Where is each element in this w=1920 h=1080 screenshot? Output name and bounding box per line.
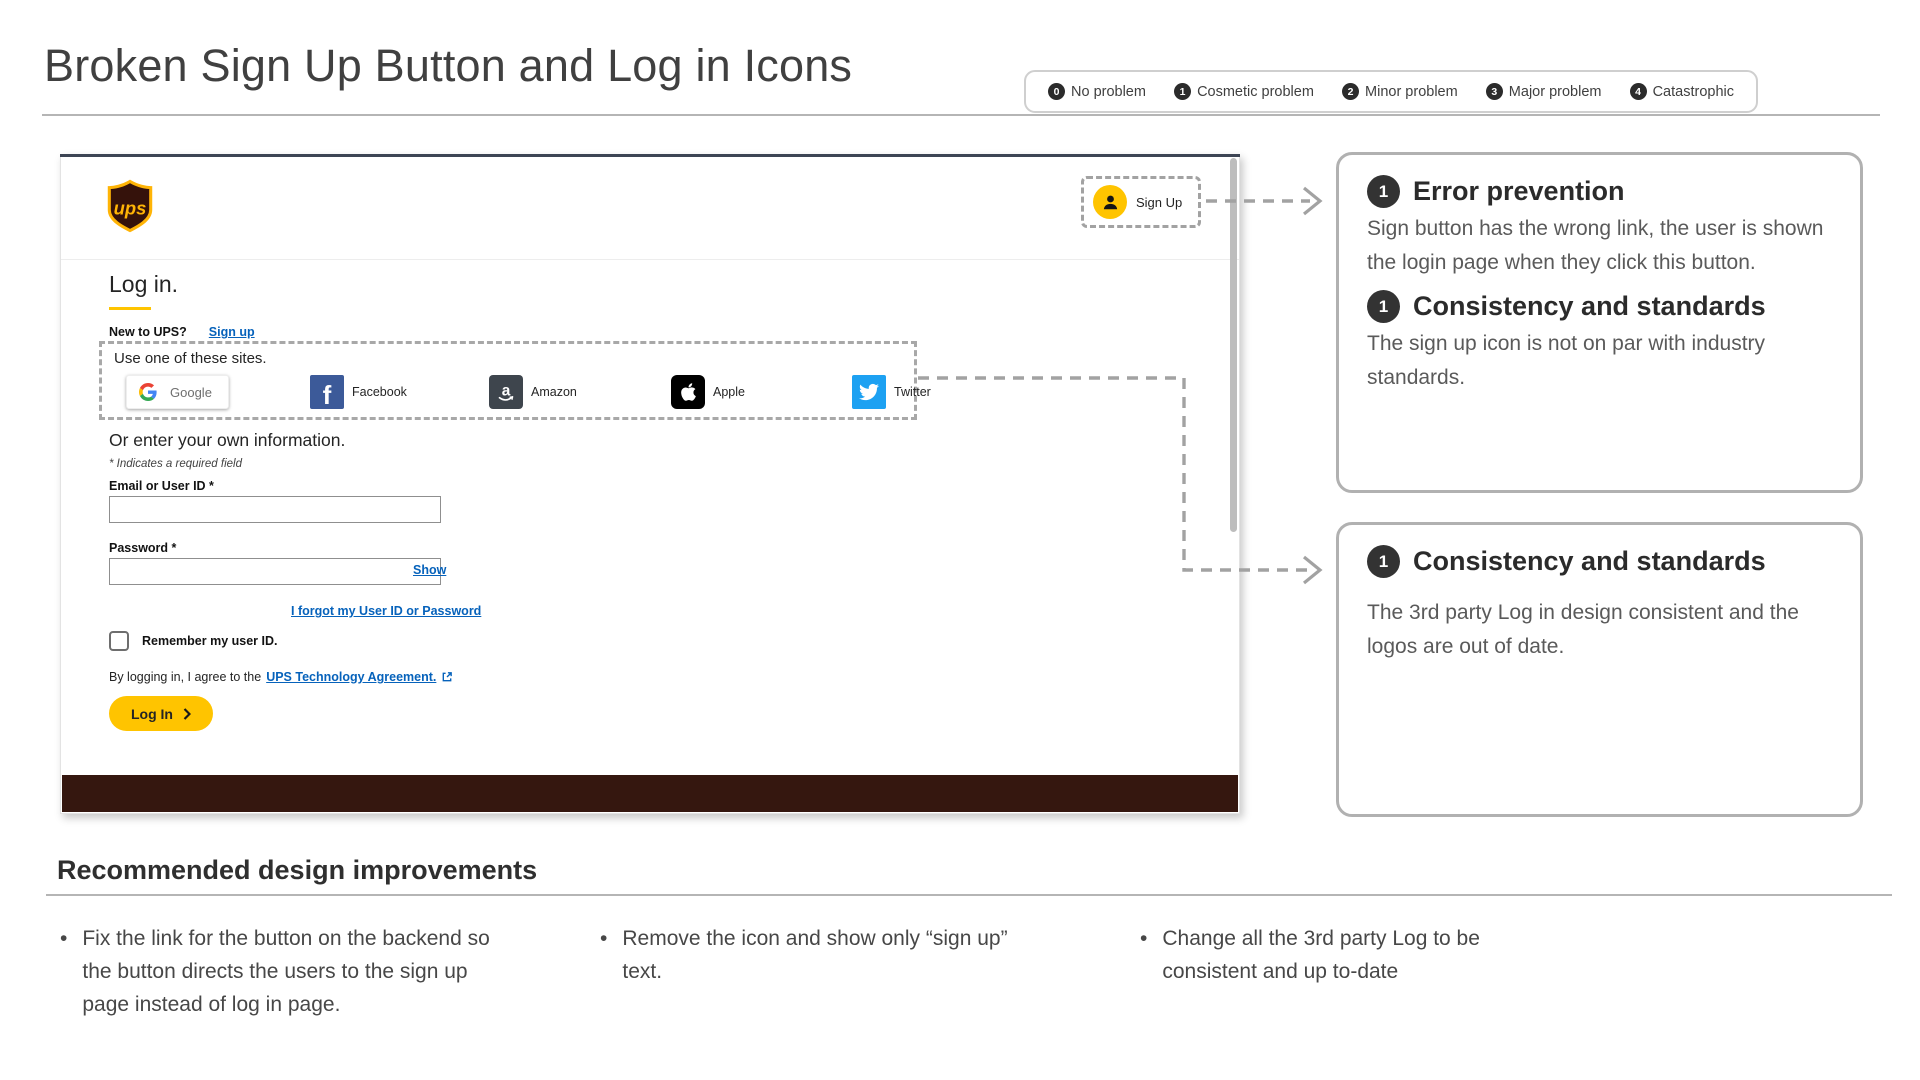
new-to-ups-text: New to UPS? — [109, 325, 187, 339]
legend-item-minor: 2 Minor problem — [1342, 83, 1458, 100]
chevron-right-icon — [183, 707, 191, 720]
own-info-heading: Or enter your own information. — [109, 430, 346, 450]
header-divider — [42, 114, 1880, 116]
remember-row: Remember my user ID. — [109, 631, 277, 651]
severity-legend: 0 No problem 1 Cosmetic problem 2 Minor … — [1024, 70, 1758, 113]
callout-social-login-issues: 1 Consistency and standards The 3rd part… — [1336, 522, 1863, 817]
amazon-label: Amazon — [531, 385, 577, 399]
show-password-link[interactable]: Show — [413, 563, 447, 577]
callout-body: Sign button has the wrong link, the user… — [1367, 217, 1824, 274]
page-title: Broken Sign Up Button and Log in Icons — [44, 40, 853, 91]
google-label: Google — [170, 384, 212, 400]
legend-item-catastrophic: 4 Catastrophic — [1629, 83, 1734, 100]
callout-heading: 1 Error prevention — [1367, 175, 1832, 208]
improvement-item: Remove the icon and show only “sign up” … — [600, 922, 1030, 988]
login-heading-underline — [109, 307, 151, 310]
signup-link[interactable]: Sign up — [208, 325, 255, 339]
callout-signup-issues: 1 Error prevention Sign button has the w… — [1336, 152, 1863, 493]
google-icon — [139, 383, 157, 401]
callout-heading: 1 Consistency and standards — [1367, 290, 1832, 323]
heuristic-name: Consistency and standards — [1413, 291, 1766, 321]
browser-top-line — [60, 154, 1240, 157]
connector-arrow-1 — [1302, 186, 1323, 216]
external-link-icon — [442, 672, 453, 682]
login-heading: Log in. — [109, 271, 179, 297]
svg-text:ups: ups — [114, 197, 147, 218]
twitter-label: Twitter — [894, 385, 931, 399]
severity-3-icon: 3 — [1485, 83, 1503, 100]
legend-label: Catastrophic — [1652, 83, 1734, 100]
legend-label: Minor problem — [1365, 83, 1458, 100]
apple-icon — [671, 375, 705, 409]
password-label: Password * — [109, 541, 177, 555]
ups-logo: ups — [107, 179, 153, 233]
social-login-row: Google f Facebook a Amazon — [114, 371, 931, 415]
login-button-label: Log In — [131, 705, 173, 722]
svg-text:a: a — [502, 382, 511, 399]
improvement-item: Fix the link for the button on the backe… — [60, 922, 500, 1021]
legend-item-major: 3 Major problem — [1485, 83, 1602, 100]
amazon-icon: a — [489, 375, 523, 409]
improvement-item: Change all the 3rd party Log to be consi… — [1140, 922, 1530, 988]
legend-item-cosmetic: 1 Cosmetic problem — [1174, 83, 1314, 100]
bullet-icon — [1140, 922, 1147, 988]
card-header-divider — [61, 259, 1239, 260]
remember-label: Remember my user ID. — [142, 634, 278, 648]
facebook-label: Facebook — [352, 385, 407, 399]
severity-2-icon: 2 — [1342, 83, 1360, 100]
callout-body: The sign up icon is not on par with indu… — [1367, 332, 1766, 389]
signup-button-label: Sign Up — [1136, 194, 1183, 210]
apple-login-button[interactable]: Apple — [671, 375, 745, 409]
ups-screenshot-card: ups Sign Up Log in. New to UPS? Sign up … — [60, 154, 1240, 814]
forgot-id-password-link[interactable]: I forgot my User ID or Password — [291, 604, 482, 618]
bullet-icon — [60, 922, 67, 1021]
social-login-heading: Use one of these sites. — [114, 350, 267, 367]
severity-4-icon: 4 — [1629, 83, 1647, 100]
google-login-button[interactable]: Google — [126, 375, 229, 409]
login-button[interactable]: Log In — [109, 696, 213, 731]
agreement-line: By logging in, I agree to the UPS Techno… — [109, 670, 453, 684]
legend-label: Cosmetic problem — [1197, 83, 1314, 100]
improvements-divider — [46, 894, 1892, 896]
technology-agreement-link[interactable]: UPS Technology Agreement. — [266, 670, 437, 684]
person-icon — [1093, 185, 1127, 219]
callout-heading: 1 Consistency and standards — [1367, 545, 1832, 578]
agreement-text: By logging in, I agree to the — [109, 670, 262, 684]
heuristic-name: Consistency and standards — [1413, 546, 1766, 576]
signup-button[interactable]: Sign Up — [1081, 176, 1201, 228]
new-to-ups-row: New to UPS? Sign up — [109, 325, 255, 339]
remember-checkbox[interactable] — [109, 631, 129, 651]
severity-1-icon: 1 — [1174, 83, 1192, 100]
severity-1-icon: 1 — [1367, 290, 1400, 323]
twitter-icon — [852, 375, 886, 409]
scrollbar-thumb[interactable] — [1230, 158, 1237, 532]
legend-label: No problem — [1071, 83, 1146, 100]
improvements-heading: Recommended design improvements — [57, 855, 538, 885]
improvement-text: Remove the icon and show only “sign up” … — [622, 927, 1008, 983]
facebook-icon: f — [310, 375, 344, 409]
bullet-icon — [600, 922, 607, 988]
heuristic-name: Error prevention — [1413, 176, 1625, 206]
improvement-text: Fix the link for the button on the backe… — [82, 927, 490, 1016]
required-field-note: * Indicates a required field — [109, 458, 242, 470]
social-login-group: Use one of these sites. Google f Faceboo… — [99, 341, 931, 420]
page-footer-bar — [62, 775, 1238, 812]
email-field[interactable] — [109, 496, 441, 523]
legend-label: Major problem — [1508, 83, 1602, 100]
amazon-login-button[interactable]: a Amazon — [489, 375, 577, 409]
facebook-login-button[interactable]: f Facebook — [310, 375, 407, 409]
connector-arrow-2 — [1302, 555, 1323, 585]
twitter-login-button[interactable]: Twitter — [852, 375, 931, 409]
apple-label: Apple — [713, 385, 745, 399]
email-label: Email or User ID * — [109, 479, 214, 493]
callout-body: The 3rd party Log in design consistent a… — [1367, 601, 1799, 658]
password-field[interactable] — [109, 558, 441, 585]
severity-1-icon: 1 — [1367, 545, 1400, 578]
severity-1-icon: 1 — [1367, 175, 1400, 208]
improvement-text: Change all the 3rd party Log to be consi… — [1162, 927, 1480, 983]
legend-item-no-problem: 0 No problem — [1048, 83, 1146, 100]
severity-0-icon: 0 — [1048, 83, 1065, 100]
